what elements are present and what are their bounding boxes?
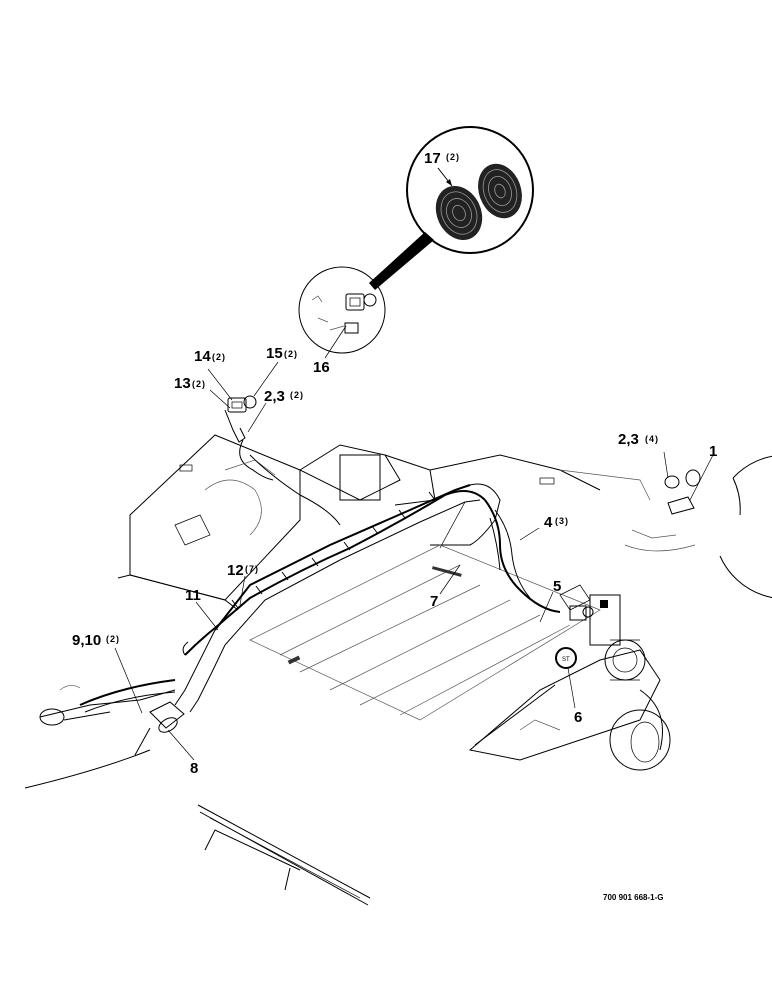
callout-labels: 17 (2) 16 14 (2) 15 (2) 13 (2) 2,3 (2) 2… <box>72 150 717 902</box>
callout-17: 17 <box>424 150 441 167</box>
callout-8: 8 <box>190 760 198 777</box>
callout-1: 1 <box>709 443 717 460</box>
callout-4: 4 <box>544 514 553 531</box>
callout-4-qty: (3) <box>555 516 569 526</box>
callout-12-qty: (7) <box>245 564 259 574</box>
callout-15-qty: (2) <box>284 349 298 359</box>
wire-harness: ST <box>182 454 577 669</box>
callout-7: 7 <box>430 593 438 610</box>
callout-12: 12 <box>227 562 244 579</box>
detail-circle-bracket <box>624 451 772 599</box>
callout-2-3-right: 2,3 <box>618 431 639 448</box>
detail-circle-light <box>298 266 386 359</box>
callout-11: 11 <box>185 587 201 604</box>
bottom-shield <box>197 804 371 906</box>
header-frame <box>24 434 671 789</box>
callout-9-10: 9,10 <box>72 632 101 649</box>
callout-5: 5 <box>553 578 561 595</box>
callout-15: 15 <box>266 345 283 362</box>
callout-9-10-qty: (2) <box>106 634 120 644</box>
callout-2-3-right-qty: (4) <box>645 434 659 444</box>
callout-13: 13 <box>174 375 191 392</box>
callout-2-3-upper-qty: (2) <box>290 390 304 400</box>
leader-lines <box>114 527 576 761</box>
callout-14: 14 <box>194 348 211 365</box>
callout-2-3-upper: 2,3 <box>264 388 285 405</box>
callout-6: 6 <box>574 709 582 726</box>
drawing-part-number: 700 901 668-1-G <box>603 893 664 902</box>
callout-17-qty: (2) <box>446 152 460 162</box>
detail-circle-reflectors <box>369 126 534 290</box>
callout-13-qty: (2) <box>192 379 206 389</box>
callout-14-qty: (2) <box>212 352 226 362</box>
svg-text:ST: ST <box>562 657 570 663</box>
callout-16: 16 <box>313 359 330 376</box>
light-bracket-assembly <box>207 361 279 481</box>
